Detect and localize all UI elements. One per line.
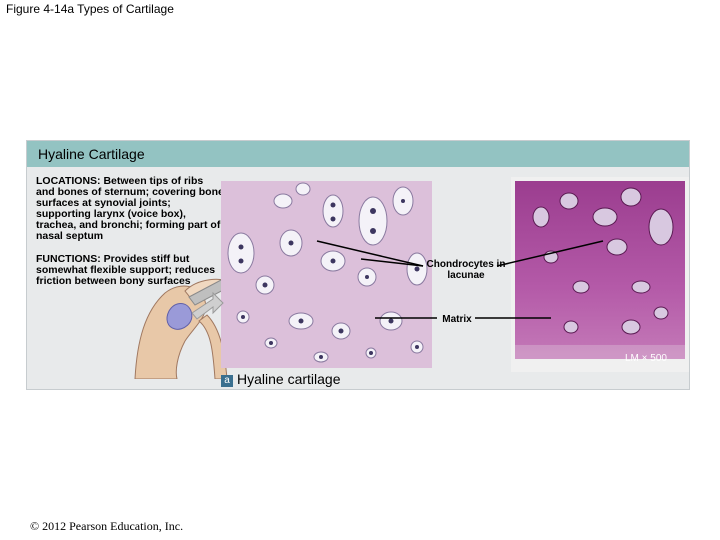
magnification-label: LM × 500 — [625, 353, 667, 364]
locations-text: LOCATIONS: Between tips of ribs and bone… — [36, 175, 224, 242]
label-matrix: Matrix — [442, 314, 472, 325]
copyright: © 2012 Pearson Education, Inc. — [30, 519, 184, 533]
hyaline-cartilage-micrograph — [511, 177, 689, 372]
caption-letter: a — [221, 375, 233, 387]
panel-header-title: Hyaline Cartilage — [38, 146, 145, 162]
hyaline-cartilage-drawing — [221, 181, 432, 368]
figure-title: Figure 4-14a Types of Cartilage — [6, 2, 174, 16]
functions-text: FUNCTIONS: Provides stiff but somewhat f… — [36, 253, 216, 287]
panel-header: Hyaline Cartilage — [27, 141, 689, 167]
label-chondrocytes: Chondrocytes in lacunae — [426, 259, 506, 281]
hyaline-cartilage-panel: Hyaline Cartilage LOCATIONS: Between tip… — [26, 140, 690, 390]
panel-caption: a Hyaline cartilage — [221, 371, 341, 387]
caption-text: Hyaline cartilage — [237, 371, 341, 387]
